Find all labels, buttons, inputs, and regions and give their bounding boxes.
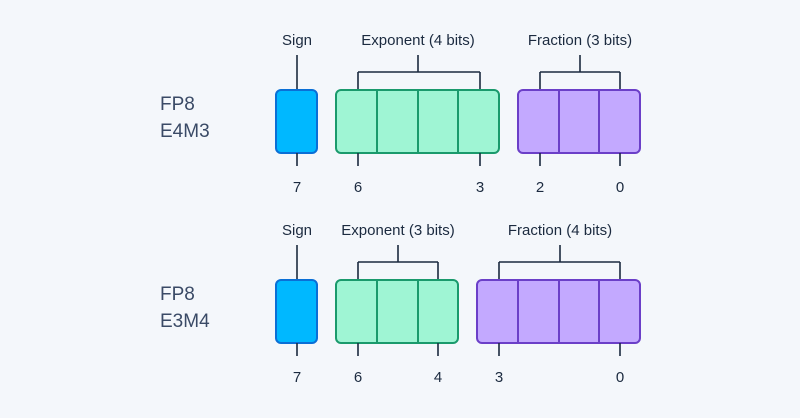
exponent-label: Exponent (4 bits) (361, 32, 474, 49)
bit-number: 3 (495, 369, 503, 386)
bit-number: 2 (536, 179, 544, 196)
bit-number: 6 (354, 369, 362, 386)
bit-number: 6 (354, 179, 362, 196)
exponent-label: Exponent (3 bits) (341, 222, 454, 239)
sign-bit-box (275, 89, 318, 154)
exponent-dividers (376, 280, 419, 343)
format-name-line1: FP8 (160, 284, 195, 305)
bit-number: 7 (293, 369, 301, 386)
bit-number: 3 (476, 179, 484, 196)
sign-bit-box (275, 279, 318, 344)
exponent-box (335, 279, 459, 344)
exponent-bracket (357, 245, 439, 280)
sign-label: Sign (282, 222, 312, 239)
fraction-bracket (498, 245, 621, 280)
format-name-line2: E3M4 (160, 311, 210, 332)
bit-number: 7 (293, 179, 301, 196)
bit-number: 4 (434, 369, 442, 386)
fraction-label: Fraction (3 bits) (528, 32, 632, 49)
fraction-label: Fraction (4 bits) (508, 222, 612, 239)
fraction-dividers (517, 280, 600, 343)
exponent-bits (335, 279, 459, 344)
exponent-bracket (357, 55, 481, 90)
bit-number: 0 (616, 179, 624, 196)
bit-ticks (296, 153, 621, 166)
sign-label: Sign (282, 32, 312, 49)
fraction-dividers (558, 90, 600, 153)
fraction-box (517, 89, 641, 154)
fraction-bracket (539, 55, 621, 90)
bit-ticks (296, 343, 621, 356)
fraction-bits (517, 89, 641, 154)
format-row-e3m4: FP8 E3M4 Sign Exponent (3 bits) Fraction… (160, 222, 641, 386)
format-name-line2: E4M3 (160, 121, 210, 142)
format-name-line1: FP8 (160, 94, 195, 115)
bit-number: 0 (616, 369, 624, 386)
exponent-bits (335, 89, 500, 154)
format-row-e4m3: FP8 E4M3 Sign Exponent (4 bits) Fraction… (160, 32, 641, 196)
fraction-bits (476, 279, 641, 344)
exponent-dividers (376, 90, 459, 153)
